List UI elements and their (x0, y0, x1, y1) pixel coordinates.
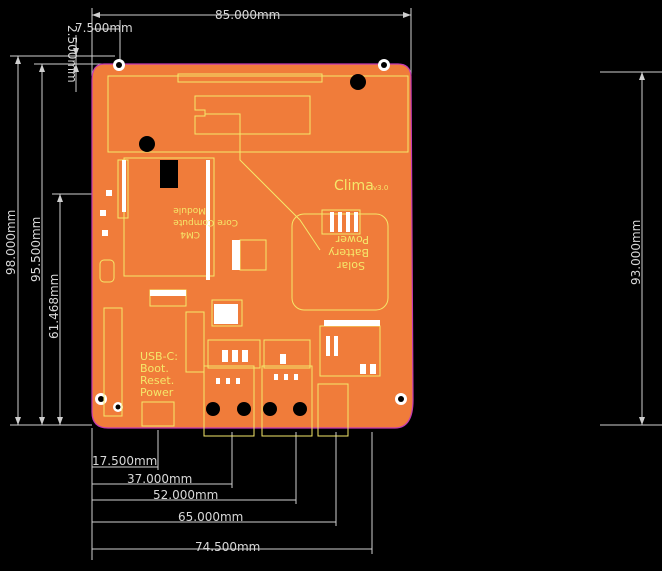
silkscreen-outlines (99, 73, 409, 437)
cm4-label: CM4 (180, 229, 200, 239)
pcb-board: Clima v3.0 Solar Battery Power CM4 Core … (91, 59, 414, 437)
dim-bottom-1: 17.500mm (92, 454, 157, 468)
power-label-rotated: Power (335, 233, 369, 246)
dim-bottom-5: 74.500mm (195, 540, 260, 554)
board-holes (139, 74, 366, 416)
power-label: Power (140, 386, 174, 399)
battery-label: Battery (328, 246, 369, 259)
dimension-arrows (15, 12, 645, 425)
dim-bottom-3: 52.000mm (153, 488, 218, 502)
dim-bottom-4: 65.000mm (178, 510, 243, 524)
clima-logo: Clima (334, 178, 374, 194)
dim-bottom-2: 37.000mm (127, 472, 192, 486)
dim-total-height: 98.000mm (4, 210, 18, 275)
pads (100, 160, 380, 384)
boot-label: Boot. (140, 362, 169, 375)
core-compute-label: Core Compute (173, 217, 238, 227)
dim-mid-height: 61.468mm (47, 274, 61, 339)
dim-top-offset: 2.500mm (65, 25, 79, 83)
solar-label: Solar (336, 259, 365, 272)
dim-right-height: 93.000mm (629, 220, 643, 285)
dim-top-width: 85.000mm (215, 8, 280, 22)
usb-label: USB-C: (140, 350, 178, 363)
clima-version: v3.0 (373, 184, 388, 192)
mounting-holes (95, 59, 407, 412)
board-outline (91, 63, 414, 429)
dim-left-offset: 7.500mm (75, 21, 133, 35)
reset-label: Reset. (140, 374, 174, 387)
module-label: Module (173, 205, 206, 215)
dim-inner-height: 95.500mm (29, 217, 43, 282)
